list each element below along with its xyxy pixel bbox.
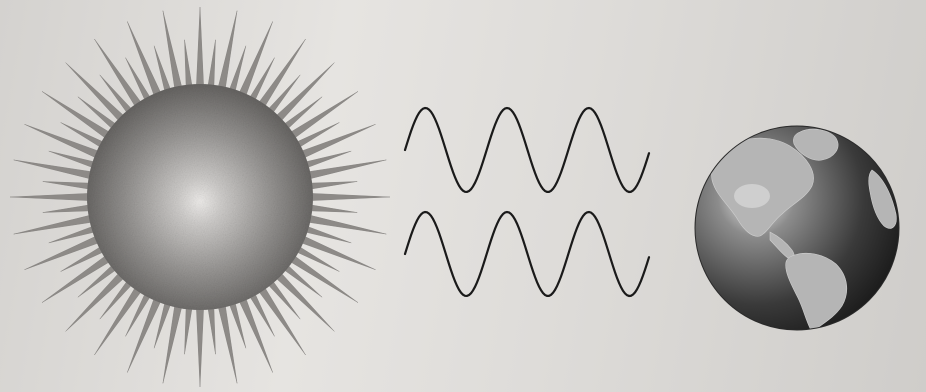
wave-top (405, 108, 649, 192)
sun-icon (10, 7, 390, 387)
sun-disc (87, 84, 313, 310)
wave-bottom (405, 212, 649, 296)
sine-wave-icon (405, 108, 649, 296)
earth-highlight (734, 184, 770, 208)
globe-icon (695, 126, 899, 332)
